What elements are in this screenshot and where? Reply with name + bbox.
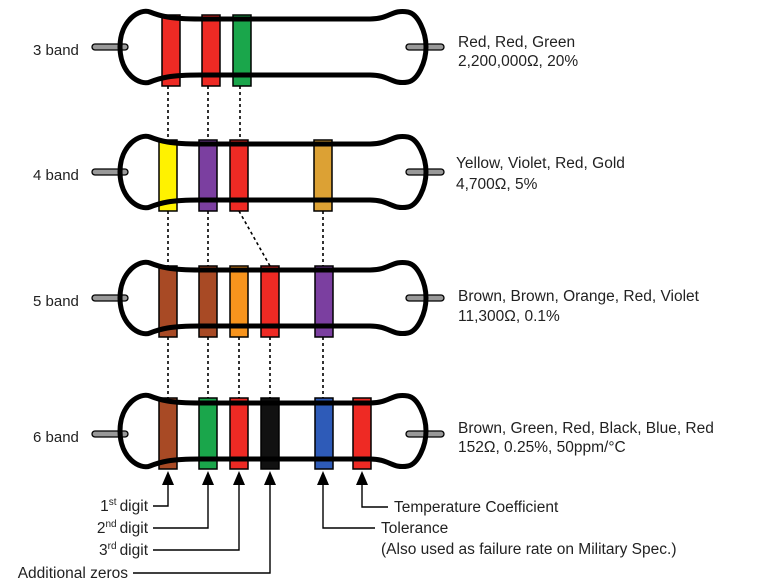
arrowhead-icon — [317, 471, 329, 485]
digit3-pointer — [153, 485, 240, 551]
resistor-3-band: 3 band Red, Red, Green 2,200,000Ω, 20% — [33, 8, 578, 87]
resistor-body-outline — [117, 392, 429, 470]
arrowhead-icon — [233, 471, 245, 485]
resistor-body-outline — [117, 133, 429, 211]
temp-coeff-pointer — [361, 485, 388, 508]
resistor-label: 5 band — [33, 293, 79, 310]
resistance-value: 152Ω, 0.25%, 50ppm/°C — [458, 439, 626, 456]
color-band-violet — [314, 265, 334, 338]
color-sequence: Brown, Green, Red, Black, Blue, Red — [458, 420, 714, 437]
zeros-pointer — [133, 485, 271, 574]
legend-tolerance: Tolerance — [381, 520, 448, 537]
resistor-4-band: 4 band Yellow, Violet, Red, Gold 4,700Ω,… — [33, 133, 625, 212]
arrowhead-icon — [264, 471, 276, 485]
legend-temperature-coefficient: Temperature Coefficient — [394, 499, 559, 516]
legend-arrows — [133, 485, 388, 574]
color-band-red — [201, 14, 221, 87]
color-band-green — [232, 14, 252, 87]
digit1-pointer — [153, 485, 169, 507]
color-sequence: Yellow, Violet, Red, Gold — [456, 155, 625, 172]
resistor-label: 4 band — [33, 167, 79, 184]
left-lead — [91, 168, 129, 176]
resistor-body-outline — [117, 259, 429, 337]
tolerance-pointer — [322, 485, 375, 529]
resistor-6-band: 6 band Brown, Green, Red, Black, Blue, R… — [33, 392, 714, 470]
resistor-5-band: 5 band Brown, Brown, Orange, Red, Violet… — [33, 259, 700, 338]
resistance-value: 2,200,000Ω, 20% — [458, 53, 578, 70]
left-lead — [91, 294, 129, 302]
band-connector-lines — [167, 86, 324, 398]
digit2-pointer — [153, 485, 209, 529]
legend-additional-zeros: Additional zeros — [18, 565, 129, 582]
resistance-value: 11,300Ω, 0.1% — [458, 308, 560, 325]
resistor-label: 3 band — [33, 42, 79, 59]
color-band-red — [352, 397, 372, 470]
arrowhead-icon — [162, 471, 174, 485]
resistance-value: 4,700Ω, 5% — [456, 176, 538, 193]
connector-line — [238, 210, 271, 267]
legend-arrowheads — [162, 471, 368, 485]
resistor-body-outline — [117, 8, 429, 86]
color-band-blue — [314, 397, 334, 470]
arrowhead-icon — [356, 471, 368, 485]
legend-tolerance-note: (Also used as failure rate on Military S… — [381, 541, 676, 558]
arrowhead-icon — [202, 471, 214, 485]
left-lead — [91, 43, 129, 51]
resistor-label: 6 band — [33, 429, 79, 446]
color-sequence: Brown, Brown, Orange, Red, Violet — [458, 288, 700, 305]
color-sequence: Red, Red, Green — [458, 34, 575, 51]
